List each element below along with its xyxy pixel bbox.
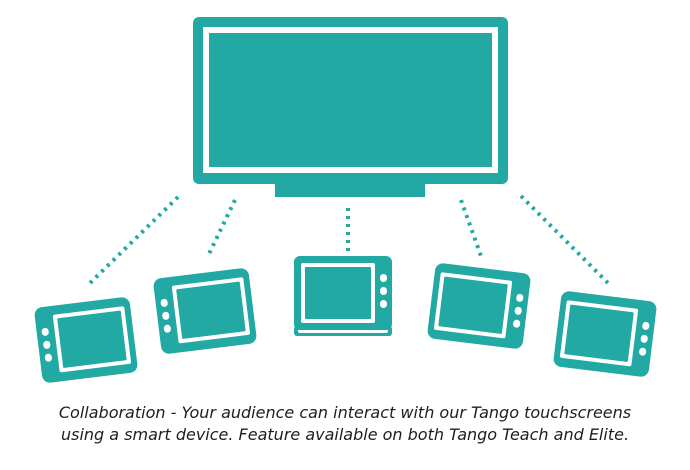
- connection-line-1: [86, 195, 180, 287]
- connection-line-4: [459, 199, 483, 257]
- caption: Collaboration - Your audience can intera…: [0, 402, 690, 446]
- touchscreen-display-icon: [193, 17, 508, 197]
- connection-line-2: [206, 199, 237, 257]
- display-screen: [209, 33, 492, 167]
- caption-line-2: using a smart device. Feature available …: [60, 425, 630, 444]
- tablet-5-icon: [553, 291, 657, 377]
- connection-lines: [86, 194, 612, 287]
- tablet-1-icon: [34, 297, 138, 383]
- tablet-4-icon: [427, 263, 531, 349]
- caption-line-1: Collaboration - Your audience can intera…: [58, 403, 632, 422]
- display-soundbar: [275, 184, 425, 197]
- tablet-2-icon: [153, 268, 257, 354]
- connection-line-5: [519, 194, 612, 287]
- tablet-3-icon: [294, 256, 392, 336]
